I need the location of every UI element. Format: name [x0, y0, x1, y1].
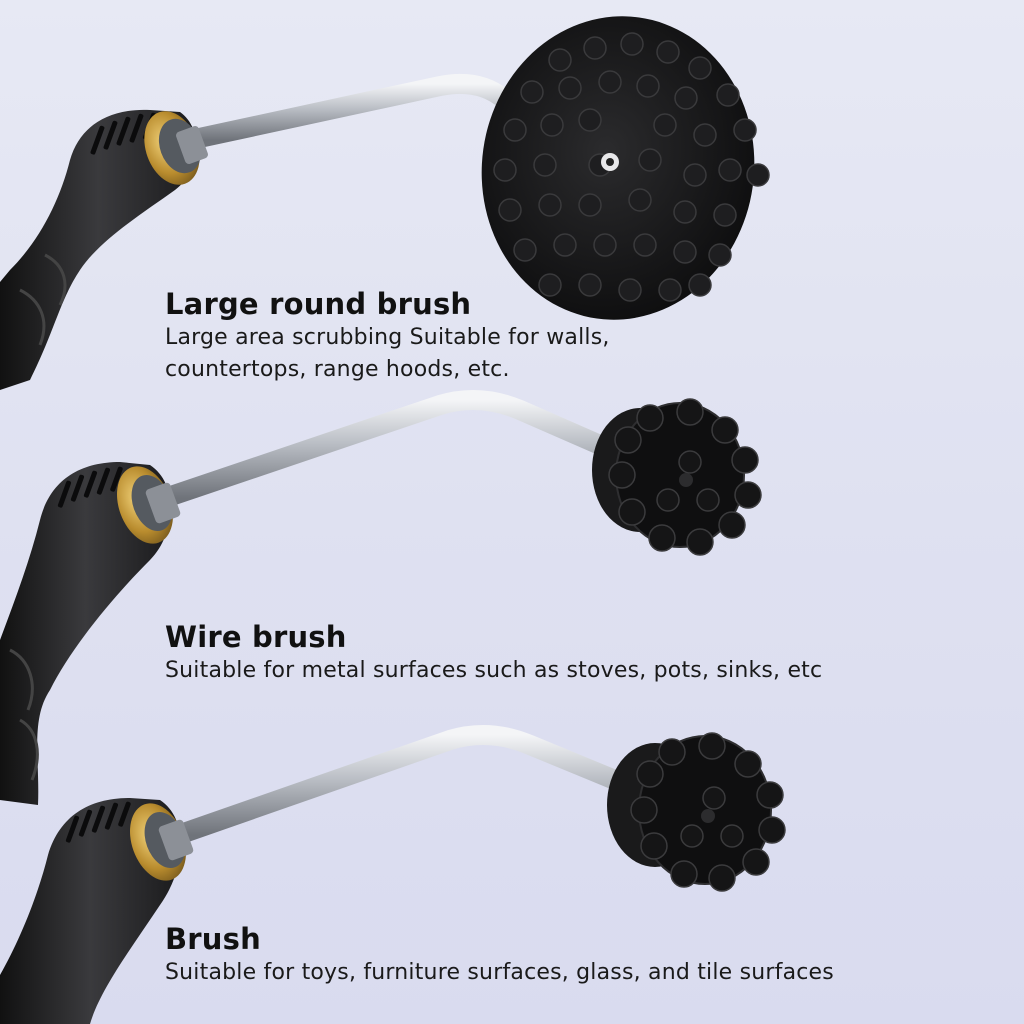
- wire-brush-head-icon: [592, 398, 762, 556]
- product-caption-brush: Brush Suitable for toys, furniture surfa…: [165, 921, 925, 989]
- product-description-line: Suitable for toys, furniture surfaces, g…: [165, 960, 834, 985]
- product-caption-large-round-brush: Large round brush Large area scrubbing S…: [165, 286, 925, 386]
- round-brush-head-icon: [481, 16, 770, 320]
- large-round-brush-tool: [0, 16, 770, 391]
- product-description-line: Suitable for metal surfaces such as stov…: [165, 658, 823, 683]
- product-title: Brush: [165, 922, 261, 956]
- wire-brush-tool: [0, 390, 762, 805]
- brush-handle-icon: [0, 462, 171, 805]
- product-description-line: Large area scrubbing Suitable for walls,: [165, 325, 610, 350]
- bristle-brush-tool: [0, 725, 786, 1024]
- product-description-line: countertops, range hoods, etc.: [165, 357, 510, 382]
- bristle-brush-head-icon: [607, 732, 786, 892]
- product-caption-wire-brush: Wire brush Suitable for metal surfaces s…: [165, 619, 925, 687]
- product-title: Large round brush: [165, 287, 472, 321]
- product-title: Wire brush: [165, 620, 347, 654]
